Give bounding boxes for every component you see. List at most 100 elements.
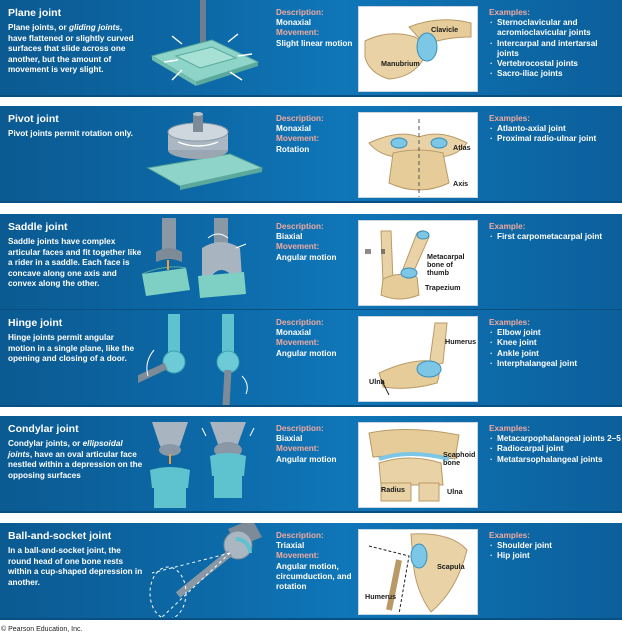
description-text-part: Pivot joints permit rotation only. [8,129,133,138]
description-movement: Description: Monaxial Movement: Slight l… [276,8,354,49]
joint-row-condylar: Condylar joint Condylar joints, or ellip… [0,416,622,513]
description-label: Description: [276,424,324,433]
joint-row-ball: Ball-and-socket joint In a ball-and-sock… [0,523,622,620]
movement-value: Angular motion [276,348,337,358]
examples-label: Examples: [489,424,530,433]
description-value: Monaxial [276,18,312,28]
joint-description: In a ball-and-socket joint, the round he… [8,546,143,588]
description-label: Description: [276,222,324,231]
movement-value: Angular motion, circumduction, and rotat… [276,561,352,592]
examples: Examples: Sternoclavicular and acromiocl… [489,8,621,80]
movement-value: Angular motion [276,252,337,262]
movement-label: Movement: [276,444,320,454]
description-movement: Description: Monaxial Movement: Rotation [276,114,354,155]
description-movement: Description: Triaxial Movement: Angular … [276,531,354,592]
description-text-part: ellipsoidal joints [8,439,123,459]
description-value: Triaxial [276,541,305,551]
description-movement: Description: Monaxial Movement: Angular … [276,318,354,359]
anatomy-label: Radius [381,485,405,494]
anatomy-label: Ulna [447,487,463,496]
anatomy-label: Scaphoid bone [443,450,476,467]
description-text-part: , have flattened or slightly curved surf… [8,23,134,74]
row-divider [0,511,622,513]
movement-value: Angular motion [276,454,337,464]
row-divider [0,201,622,203]
example-item: Proximal radio-ulnar joint [489,134,621,144]
joint-model-illustration [138,523,268,620]
joint-description: Pivot joints permit rotation only. [8,129,143,140]
description-text-part: Condylar joints, or [8,439,83,448]
examples-label: Examples: [489,8,530,17]
examples-label: Examples: [489,531,530,540]
joint-model-illustration [138,0,268,97]
movement-label: Movement: [276,134,320,144]
copyright: © Pearson Education, Inc. [1,626,83,633]
anatomy-label: III [365,247,371,256]
examples-label: Examples: [489,114,530,123]
anatomy-label: Axis [453,179,469,188]
example-item: Knee joint [489,338,621,348]
description-text-part: Plane joints, or [8,23,69,32]
row-divider [0,405,622,407]
joint-row-plane: Plane joint Plane joints, or gliding joi… [0,0,622,97]
examples-label: Examples: [489,318,530,327]
anatomy-label: Trapezium [425,283,461,292]
anatomy-label: Humerus [445,337,477,346]
anatomy-label: II [381,247,385,256]
joint-description: Saddle joints have complex articular fac… [8,237,143,290]
examples-list: First carpometacarpal joint [489,232,621,242]
example-item: Shoulder joint [489,541,621,551]
joint-title: Saddle joint [8,221,68,233]
movement-value: Rotation [276,144,310,154]
anatomy-label: Manubrium [381,59,420,68]
row-divider [0,618,622,620]
examples-list: Atlanto-axial jointProximal radio-ulnar … [489,124,621,145]
description-label: Description: [276,318,324,327]
description-text-part: gliding joints [68,23,120,32]
description-label: Description: [276,114,324,123]
joint-model-illustration [138,416,268,513]
description-value: Biaxial [276,434,303,444]
description-text-part: Saddle joints have complex articular fac… [8,237,142,288]
example-item: Radiocarpal joint [489,444,621,454]
example-item: Interphalangeal joint [489,359,621,369]
joint-row-hinge: Hinge joint Hinge joints permit angular … [0,310,622,407]
examples-list: Metacarpophalangeal joints 2–5Radiocarpa… [489,434,621,465]
joint-title: Hinge joint [8,317,63,329]
example-item: Sacro-iliac joints [489,69,621,79]
joint-description: Condylar joints, or ellipsoidal joints, … [8,439,143,481]
joint-title: Condylar joint [8,423,79,435]
row-divider [0,95,622,97]
joint-model-illustration [130,310,268,407]
anatomy-label: Atlas [453,143,471,152]
description-movement: Description: Biaxial Movement: Angular m… [276,222,354,263]
anatomy-label: Clavicle [431,25,459,34]
examples-label: Example: [489,222,526,231]
joint-model-illustration [138,214,268,311]
description-text-part: In a ball-and-socket joint, the round he… [8,546,143,587]
anatomy-label: Scapula [437,562,465,571]
examples: Example: First carpometacarpal joint [489,222,621,243]
description-label: Description: [276,531,324,540]
example-item: Metatarsophalangeal joints [489,455,621,465]
movement-label: Movement: [276,338,320,348]
joint-description: Plane joints, or gliding joints, have fl… [8,23,143,76]
movement-label: Movement: [276,28,320,38]
example-item: Vertebrocostal joints [489,59,621,69]
examples: Examples: Elbow jointKnee jointAnkle joi… [489,318,621,369]
description-value: Monaxial [276,328,312,338]
joint-title: Pivot joint [8,113,59,125]
description-value: Biaxial [276,232,303,242]
joint-description: Hinge joints permit angular motion in a … [8,333,143,365]
example-item: Elbow joint [489,328,621,338]
example-item: Atlanto-axial joint [489,124,621,134]
joint-row-pivot: Pivot joint Pivot joints permit rotation… [0,106,622,203]
movement-value: Slight linear motion [276,38,353,48]
joint-model-illustration [138,106,268,203]
